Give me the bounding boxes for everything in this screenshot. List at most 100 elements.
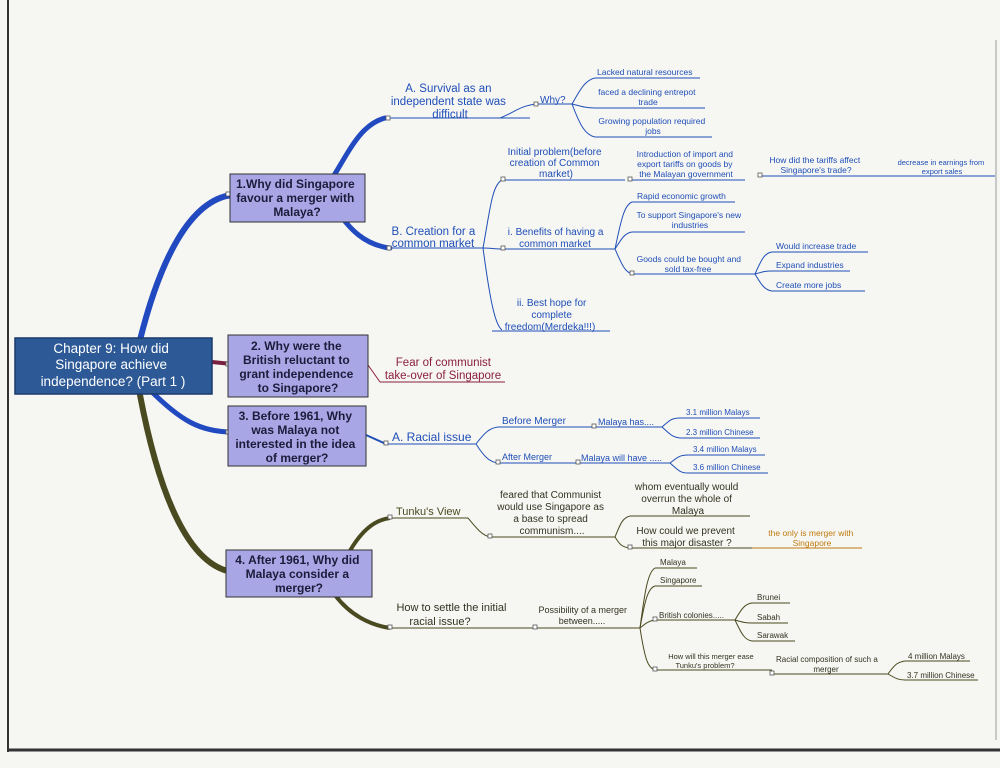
- ease-line1: How will this merger ease: [668, 652, 753, 661]
- prevent-line2: this major disaster ?: [642, 538, 732, 549]
- survival-line3: difficult: [432, 109, 468, 121]
- q3-line4: of merger?: [266, 451, 329, 465]
- q4-box: [225, 549, 373, 598]
- expand-benefit: Expand industries: [776, 260, 844, 270]
- central-topic-line1: Chapter 9: How did: [53, 341, 169, 356]
- common-market-line2: common market: [392, 238, 475, 250]
- survival-line1: A. Survival as an: [405, 83, 491, 95]
- trade-benefit: Would increase trade: [776, 241, 856, 251]
- initial-line1: Initial problem(before: [508, 147, 602, 158]
- q1-line2: favour a merger with: [236, 191, 354, 205]
- hope-line3: freedom(Merdeka!!!): [505, 322, 596, 333]
- q1-line3: Malaya?: [273, 205, 320, 219]
- branch-will-malays: [669, 454, 689, 464]
- branch-why-r3: [571, 103, 596, 138]
- benefit2-line1: To support Singapore's new: [636, 210, 741, 220]
- connector-q3-racial: [365, 434, 387, 445]
- after-merger: After Merger: [502, 452, 552, 462]
- decrease-line2: export sales: [922, 167, 963, 176]
- branch-has-malays: [661, 417, 681, 428]
- branch-british-sabah: [734, 619, 753, 624]
- before-merger: Before Merger: [502, 416, 567, 427]
- reason2-line2: trade: [638, 97, 658, 107]
- racial-issue: A. Racial issue: [392, 430, 472, 444]
- branch-center-q4: [137, 392, 235, 575]
- svg-text:1.Why did Singapore favour: 1.Why did Singapore favour a merger with…: [236, 177, 358, 219]
- central-topic-line2: Singapore achieve: [55, 357, 167, 372]
- affect-line1: How did the tariffs affect: [769, 155, 861, 165]
- svg-text:3. Before 1961, Why was Ma: 3. Before 1961, Why was Malaya not inter…: [235, 409, 358, 465]
- connector-q2-answer: [367, 364, 381, 383]
- initial-line2: creation of Common: [510, 158, 600, 169]
- svg-text:How did the tariffs affect: How did the tariffs affect Singapore's t…: [769, 155, 862, 175]
- benefit1: Rapid economic growth: [637, 191, 726, 201]
- svg-text:A. Survival as an independ: A. Survival as an independent state was …: [391, 83, 509, 121]
- branch-why-r2: [571, 103, 596, 109]
- tariff-line3: the Malayan government: [639, 169, 733, 179]
- branch-british-sarawak: [734, 619, 753, 642]
- branch-will-chinese: [669, 462, 689, 474]
- svg-text:How could we prevent this: How could we prevent this major disaster…: [636, 526, 737, 549]
- q2-answer-line2: take-over of Singapore: [385, 370, 501, 382]
- malaya-will-have: Malaya will have .....: [581, 453, 662, 463]
- hope-line1: ii. Best hope for: [517, 298, 587, 309]
- q1-box: [229, 173, 366, 223]
- decrease-line1: decrease in earnings from: [898, 158, 985, 167]
- benefit2-line2: industries: [672, 220, 708, 230]
- svg-text:Chapter 9: How did Singapo: Chapter 9: How did Singapore achieve ind…: [41, 341, 186, 389]
- reason3-line2: jobs: [644, 126, 661, 136]
- svg-text:2. Why were the British re: 2. Why were the British reluctant to gra…: [239, 339, 356, 395]
- reason1: Lacked natural resources: [597, 67, 692, 77]
- whom-line1: whom eventually would: [634, 482, 738, 493]
- central-topic-box: [14, 337, 213, 395]
- q3-line2: was Malaya not: [250, 423, 339, 437]
- q2-line3: grant independence: [239, 367, 353, 381]
- svg-text:Racial composition of such a: Racial composition of such a merger: [776, 655, 880, 674]
- before-chinese: 2.3 million Chinese: [686, 428, 754, 437]
- branch-comp-malays: [887, 660, 906, 675]
- branch-has-chinese: [661, 426, 681, 439]
- branch-comp-chinese: [887, 673, 906, 681]
- svg-text:To support Singapore's new: To support Singapore's new industries: [636, 210, 743, 230]
- q2-box: [227, 334, 369, 398]
- q4-line3: merger?: [275, 581, 323, 595]
- hope-line2: complete: [531, 310, 572, 321]
- q2-line2: British reluctant to: [243, 353, 350, 367]
- option-singapore: Singapore: [660, 576, 697, 585]
- colony-brunei: Brunei: [757, 593, 780, 602]
- before-malays: 3.1 million Malays: [686, 408, 750, 417]
- benefit3-line2: sold tax-free: [665, 264, 712, 274]
- branch-b3-jobs: [754, 273, 773, 292]
- svg-text:Initial problem(before cre: Initial problem(before creation of Commo…: [508, 147, 605, 180]
- racial-comp-line2: merger: [813, 665, 839, 674]
- svg-text:How to settle the initial: How to settle the initial racial issue?: [396, 602, 509, 628]
- svg-text:Introduction of import and: Introduction of import and export tariff…: [637, 149, 736, 179]
- colony-sarawak: Sarawak: [757, 631, 789, 640]
- branch-b-benefits: [482, 247, 503, 250]
- possibility-line2: between.....: [559, 616, 606, 626]
- merger-chinese: 3.7 million Chinese: [907, 671, 975, 680]
- svg-text:the only is merger with Si: the only is merger with Singapore: [768, 528, 855, 548]
- q2-line4: to Singapore?: [258, 381, 339, 395]
- tunku-view: Tunku's View: [396, 506, 461, 518]
- affect-line2: Singapore's trade?: [780, 165, 851, 175]
- branch-poss-malaya: [639, 567, 656, 629]
- feared-line2: would use Singapore as: [496, 502, 604, 513]
- after-chinese: 3.6 million Chinese: [693, 463, 761, 472]
- feared-line1: feared that Communist: [500, 490, 601, 501]
- branch-q4-settle: [333, 593, 391, 630]
- merger-malays: 4 million Malays: [908, 652, 965, 661]
- branch-q1-a: [327, 115, 388, 185]
- q3-line1: 3. Before 1961, Why: [239, 409, 353, 423]
- benefits-line1: i. Benefits of having a: [508, 227, 604, 238]
- after-malays: 3.4 million Malays: [693, 445, 757, 454]
- svg-text:Goods could be bought and: Goods could be bought and sold tax-free: [637, 254, 744, 274]
- svg-text:i. Benefits of having a co: i. Benefits of having a common market: [508, 227, 606, 250]
- colony-sabah: Sabah: [757, 613, 780, 622]
- branch-center-q1: [137, 192, 235, 343]
- branch-b3-expand: [754, 270, 773, 275]
- svg-text:How will this merger ease: How will this merger ease Tunku's proble…: [668, 652, 756, 670]
- central-topic-line3: independence? (Part 1 ): [41, 374, 186, 389]
- whom-line2: overrun the whole of: [641, 494, 732, 505]
- why-label: Why?: [540, 95, 566, 106]
